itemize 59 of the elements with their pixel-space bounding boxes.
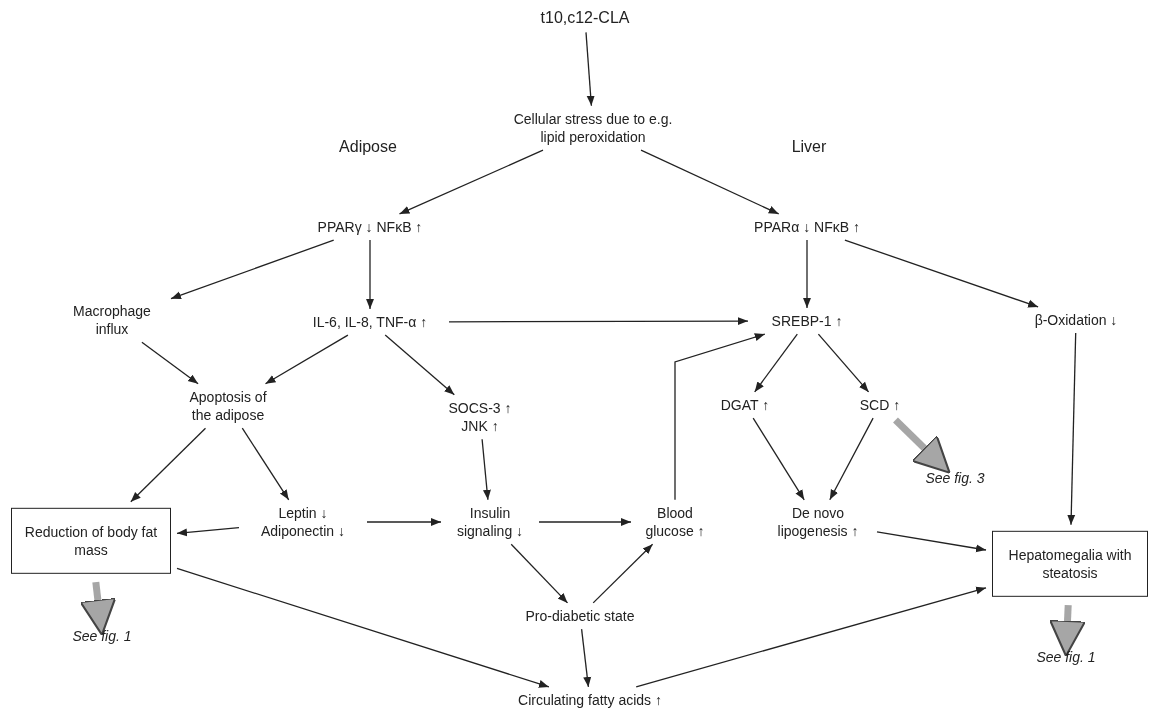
arrow xyxy=(141,341,199,385)
node-label: SOCS-3 ↑ JNK ↑ xyxy=(447,398,513,436)
arrow xyxy=(176,527,240,537)
arrow xyxy=(876,531,987,553)
node-label: Macrophage influx xyxy=(72,301,152,339)
arrow xyxy=(803,239,811,309)
node-label: PPARα ↓ NFκB ↑ xyxy=(753,217,861,237)
arrow xyxy=(585,31,595,107)
arrow xyxy=(538,518,632,526)
node-label: Leptin ↓ Adiponectin ↓ xyxy=(259,503,347,541)
node-label: Circulating fatty acids ↑ xyxy=(517,690,663,710)
arrow xyxy=(754,333,798,393)
arrow xyxy=(510,543,569,604)
arrow xyxy=(384,334,455,396)
node-label: IL-6, IL-8, TNF-α ↑ xyxy=(311,312,429,332)
block-arrow xyxy=(79,581,117,636)
reference-note: See fig. 3 xyxy=(924,468,986,488)
node-label: SREBP-1 ↑ xyxy=(770,311,844,331)
arrow xyxy=(640,149,780,215)
arrow xyxy=(170,239,335,300)
reference-note: See fig. 1 xyxy=(1035,647,1097,667)
node-label: DGAT ↑ xyxy=(719,395,771,415)
arrow xyxy=(635,586,987,688)
node-label: Apoptosis of the adipose xyxy=(188,387,268,425)
node-label: Blood glucose ↑ xyxy=(644,503,706,541)
outcome-box xyxy=(11,507,171,575)
arrow xyxy=(817,333,870,393)
node-label: Hepatomegalia with steatosis xyxy=(1007,545,1133,583)
arrow xyxy=(752,417,805,501)
section-heading: Adipose xyxy=(339,138,397,156)
section-heading: Liver xyxy=(791,138,827,156)
arrow xyxy=(1067,332,1077,526)
node-label: β-Oxidation ↓ xyxy=(1033,310,1119,330)
arrow xyxy=(130,427,207,503)
node-label: Pro-diabetic state xyxy=(524,606,636,626)
arrow xyxy=(176,567,550,688)
node-label: De novo lipogenesis ↑ xyxy=(776,503,860,541)
arrow xyxy=(448,317,749,326)
arrow xyxy=(580,628,592,688)
arrow xyxy=(366,518,442,526)
node-label: Insulin signaling ↓ xyxy=(455,503,525,541)
arrow xyxy=(398,149,544,215)
arrow xyxy=(592,543,654,604)
outcome-box xyxy=(992,530,1148,598)
block-arrow xyxy=(1049,605,1087,657)
arrow xyxy=(481,438,491,501)
arrow xyxy=(844,239,1039,308)
arrow xyxy=(674,333,766,501)
node-label: Cellular stress due to e.g. lipid peroxidation xyxy=(513,109,673,147)
node-label: Reduction of body fat mass xyxy=(23,522,159,560)
reference-note: See fig. 1 xyxy=(71,626,133,646)
arrow xyxy=(366,239,374,310)
arrow xyxy=(241,427,290,501)
node-label: t10,c12-CLA xyxy=(539,7,631,28)
arrow xyxy=(829,417,874,501)
node-label: PPARγ ↓ NFκB ↑ xyxy=(316,217,424,237)
block-arrow xyxy=(893,417,951,474)
arrow xyxy=(264,334,349,385)
node-label: SCD ↑ xyxy=(858,395,902,415)
